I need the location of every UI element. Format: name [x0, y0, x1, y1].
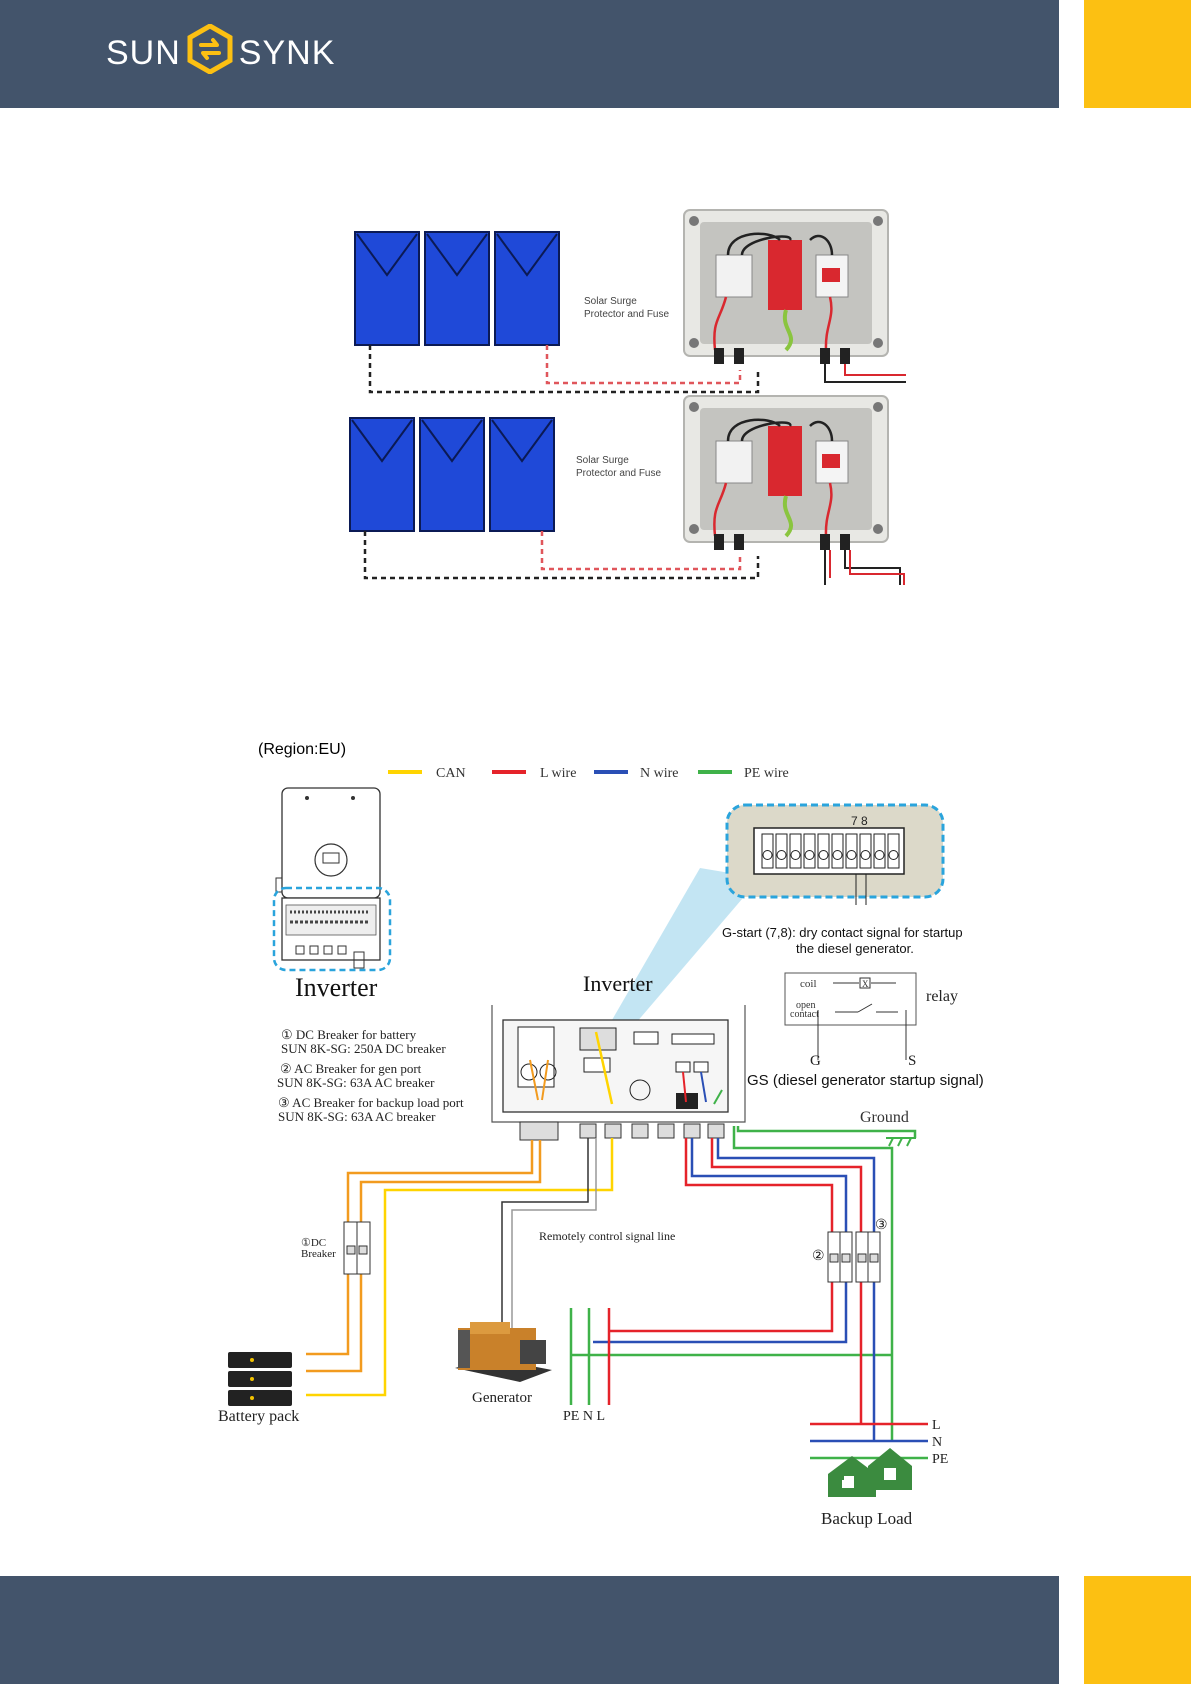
battery-label: Battery pack	[218, 1408, 299, 1425]
brand-right-word: SYNK	[238, 33, 336, 72]
breaker-note-3: ③ AC Breaker for backup load port	[278, 1095, 464, 1110]
breaker-note-2-spec: SUN 8K-SG: 63A AC breaker	[277, 1075, 435, 1090]
breaker-3-marker: ③	[875, 1218, 888, 1233]
relay-s-label: S	[908, 1053, 916, 1069]
surge-protector-box-top	[683, 209, 906, 383]
legend-can: CAN	[436, 766, 466, 781]
header-accent-block	[1084, 0, 1191, 108]
breaker-note-1-spec: SUN 8K-SG: 250A DC breaker	[281, 1041, 446, 1056]
gstart-note-line1: G-start (7,8): dry contact signal for st…	[722, 925, 963, 940]
inverter-small-illustration	[272, 787, 392, 972]
brand-left-word: SUN	[106, 33, 181, 72]
terminal-screw	[874, 850, 885, 860]
relay-coil-label: coil	[800, 978, 817, 990]
relay-label: relay	[926, 988, 958, 1005]
relay-g-label: G	[810, 1053, 821, 1069]
logo-mark-icon	[187, 22, 233, 83]
gstart-note-line2: the diesel generator.	[796, 941, 914, 956]
dc-breaker-label-2: Breaker	[301, 1248, 336, 1260]
inverter-main-illustration	[491, 1005, 746, 1141]
surge-box-label-top-line2: Protector and Fuse	[584, 309, 669, 320]
gs-note: GS (diesel generator startup signal)	[747, 1072, 984, 1089]
breaker-note-1: ① DC Breaker for battery	[281, 1027, 417, 1042]
terminal-block-slots	[761, 833, 900, 869]
footer-bar	[0, 1576, 1059, 1684]
dc-breaker-label-1: ①DC	[301, 1237, 326, 1249]
pv-surge-diagram: Solar Surge Protector and Fuse Solar Sur…	[349, 209, 906, 585]
battery-icon	[228, 1352, 292, 1406]
generator-line-labels: PE N L	[563, 1409, 605, 1424]
svg-text:X: X	[862, 979, 869, 989]
pv-panel	[419, 417, 485, 532]
inverter-main-label: Inverter	[583, 971, 653, 996]
header-bar	[0, 0, 1059, 108]
wire-legend: CAN L wire N wire PE wire	[388, 766, 789, 781]
ground-icon	[886, 1137, 916, 1147]
brand-logo: SUN SYNK	[106, 22, 336, 78]
pv-panel	[354, 231, 420, 346]
terminal-screw	[776, 850, 787, 860]
inverter-left-label: Inverter	[295, 973, 378, 1002]
surge-box-label-top-line1: Solar Surge	[584, 296, 637, 307]
backup-load-label: Backup Load	[821, 1509, 913, 1528]
surge-protector-box-bottom	[683, 395, 905, 585]
pv-panel	[489, 417, 555, 532]
terminal-screw	[846, 850, 857, 860]
ac-breaker-load-icon	[855, 1231, 881, 1283]
pv-panel	[424, 231, 490, 346]
terminal-screw	[832, 850, 843, 860]
house-icon	[828, 1448, 912, 1497]
pv-string-wiring	[363, 345, 760, 580]
battery-dc-wiring	[306, 1138, 614, 1397]
ground-label: Ground	[860, 1109, 909, 1126]
footer-accent-block	[1084, 1576, 1191, 1684]
remote-signal-wiring	[501, 1138, 597, 1328]
relay-switch-icon: X	[784, 972, 917, 1060]
legend-l-wire: L wire	[540, 766, 576, 781]
legend-pe-wire: PE wire	[744, 766, 789, 781]
generator-label: Generator	[472, 1390, 532, 1406]
terminal-screw	[762, 850, 773, 860]
breaker-note-3-spec: SUN 8K-SG: 63A AC breaker	[278, 1109, 436, 1124]
region-label: (Region:EU)	[258, 741, 346, 758]
terminal-screw	[790, 850, 801, 860]
load-pe-label: PE	[932, 1452, 948, 1467]
ac-breaker-gen-icon	[827, 1231, 853, 1283]
terminal-numbers: 7 8	[851, 814, 868, 828]
surge-box-label-bottom-line1: Solar Surge	[576, 455, 629, 466]
eu-wiring-diagram: (Region:EU) CAN L wire N wire PE wire In…	[218, 741, 984, 1528]
relay-open-label: open	[796, 1000, 815, 1011]
load-l-label: L	[932, 1418, 941, 1433]
terminal-screw	[818, 850, 829, 860]
dc-breaker-icon	[343, 1221, 371, 1275]
surge-box-label-bottom-line2: Protector and Fuse	[576, 468, 661, 479]
pv-panel	[349, 417, 415, 532]
terminal-screw	[860, 850, 871, 860]
breaker-2-marker: ②	[812, 1249, 825, 1264]
legend-n-wire: N wire	[640, 766, 679, 781]
pv-panel-group-top	[354, 231, 560, 346]
generator-icon	[455, 1322, 552, 1382]
load-n-label: N	[932, 1435, 942, 1450]
remote-line-label: Remotely control signal line	[539, 1229, 675, 1243]
breaker-note-2: ② AC Breaker for gen port	[280, 1061, 422, 1076]
ac-wiring	[569, 1126, 928, 1460]
pv-panel	[494, 231, 560, 346]
pv-panel-group-bottom	[349, 417, 555, 532]
relay-contact-label: contact	[790, 1009, 819, 1020]
terminal-screw	[888, 850, 899, 860]
terminal-screw	[804, 850, 815, 860]
